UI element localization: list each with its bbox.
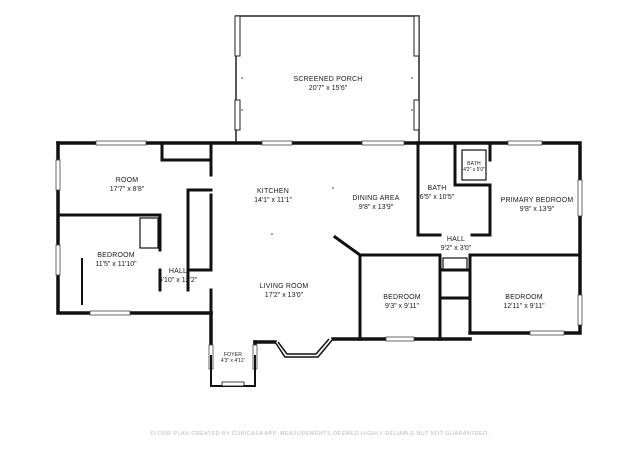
foyer-walls [210,355,256,387]
room-name: BEDROOM [97,252,135,259]
fixtures [81,149,487,305]
room-name: LIVING ROOM [259,283,309,290]
room-dims: 11'5" x 11'10" [95,260,137,268]
room-name: HALL [446,236,466,243]
room-dims: 14'1" x 11'1" [254,196,292,204]
room-dims: 4'3" x 4'11" [220,358,246,365]
room-label-foyer: FOYER 4'3" x 4'11" [221,352,245,365]
exterior-walls [56,141,582,357]
room-dims: 20'7" x 15'6" [308,84,348,92]
room-dims: 9'8" x 13'9" [358,203,394,211]
room-name: HALL [168,268,188,275]
marker-dots [241,77,413,235]
room-name: SCREENED PORCH [293,76,363,83]
footer-disclaimer: FLOOR PLAN CREATED BY CUBICASA APP. MEAS… [150,431,490,437]
room-label-kitchen: KITCHEN 14'1" x 11'1" [254,188,292,206]
room-name: FOYER [223,352,243,358]
room-label-bath-small: BATH 4'2" x 5'0" [463,161,485,174]
room-label-room: ROOM 17'7" x 8'8" [110,177,145,195]
interior-walls [56,141,582,341]
room-name: PRIMARY BEDROOM [500,197,574,204]
room-name: DINING AREA [352,195,400,202]
room-label-bath: BATH 6'5" x 10'5" [420,185,455,203]
room-label-hall-left: HALL 5'10" x 12'2" [159,268,197,286]
room-name: BEDROOM [383,294,421,301]
room-name: ROOM [115,177,139,184]
room-label-bedroom-mid: BEDROOM 9'3" x 9'11" [383,294,421,312]
room-dims: 9'3" x 9'11" [385,302,419,310]
room-label-screened-porch: SCREENED PORCH 20'7" x 15'6" [294,76,363,94]
room-dims: 4'2" x 5'0" [463,167,485,174]
room-name: BEDROOM [505,294,543,301]
room-label-bedroom-right: BEDROOM 12'11" x 9'11" [503,294,544,312]
room-dims: 5'10" x 12'2" [158,276,198,284]
room-dims: 17'2" x 13'0" [264,291,304,299]
room-label-living-room: LIVING ROOM 17'2" x 13'0" [260,283,309,301]
room-name: BATH [427,185,447,192]
room-dims: 6'5" x 10'5" [419,193,455,201]
room-label-hall-right: HALL 9'2" x 3'0" [441,236,472,254]
room-name: BATH [467,161,481,167]
room-dims: 9'8" x 13'9" [519,205,555,213]
room-dims: 12'11" x 9'11" [503,302,545,310]
bay-window [274,338,334,358]
room-dims: 17'7" x 8'8" [109,185,145,193]
room-label-primary-bedroom: PRIMARY BEDROOM 9'8" x 13'9" [501,197,574,215]
room-label-dining-area: DINING AREA 9'8" x 13'9" [352,195,399,213]
room-name: KITCHEN [256,188,290,195]
room-label-bedroom-left: BEDROOM 11'5" x 11'10" [95,252,136,270]
room-dims: 9'2" x 3'0" [440,244,472,252]
